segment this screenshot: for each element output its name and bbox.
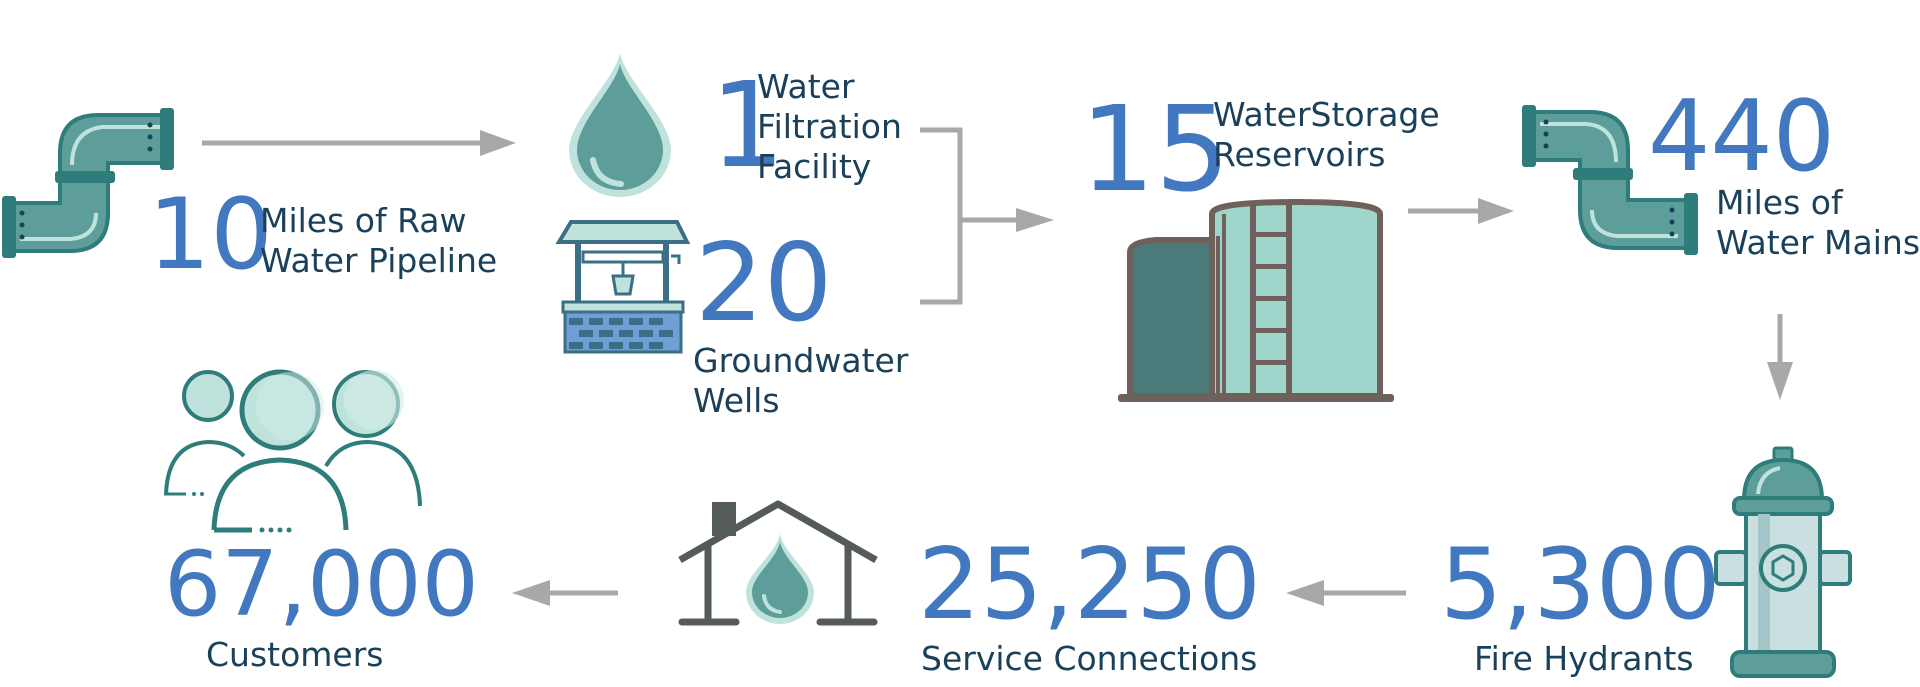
wells-number: 20	[695, 221, 833, 346]
connections-label: Service Connections	[921, 639, 1258, 678]
flow-arrow-left	[512, 580, 618, 606]
customers-label: Customers	[206, 635, 384, 674]
mains-label-line2: Water Mains	[1716, 223, 1920, 262]
pipe-icon	[2, 108, 174, 258]
filtration-label-line3: Facility	[757, 147, 872, 186]
flow-arrow-left	[1286, 580, 1406, 606]
storage-tank-icon	[1118, 198, 1394, 402]
reservoirs-number: 15	[1080, 80, 1231, 218]
customers-number: 67,000	[164, 532, 479, 637]
reservoirs-label-line2: Reservoirs	[1213, 135, 1386, 174]
water-drop-icon	[569, 53, 671, 197]
filtration-label-line1: Water	[757, 67, 855, 106]
merge-bracket-arrow	[920, 127, 1054, 305]
filtration-number: 1	[710, 56, 786, 194]
hydrants-label: Fire Hydrants	[1474, 639, 1694, 678]
flow-arrow-right	[1408, 198, 1514, 224]
house-water-icon	[678, 500, 878, 626]
pipeline-label-line1: Miles of Raw	[260, 201, 467, 240]
wells-label-line2: Wells	[693, 381, 780, 420]
mains-number: 440	[1648, 80, 1836, 194]
pipe-icon	[1522, 105, 1698, 255]
people-icon	[164, 369, 422, 533]
flow-arrow-down	[1767, 314, 1793, 400]
mains-label-line1: Miles of	[1716, 183, 1843, 222]
well-icon	[555, 220, 691, 354]
filtration-label-line2: Filtration	[757, 107, 902, 146]
connections-number: 25,250	[918, 528, 1261, 642]
reservoirs-label-line1: WaterStorage	[1213, 95, 1440, 134]
wells-label-line1: Groundwater	[693, 341, 909, 380]
pipeline-number: 10	[148, 178, 273, 292]
fire-hydrant-icon	[1714, 446, 1852, 678]
hydrants-number: 5,300	[1440, 528, 1721, 642]
pipeline-label-line2: Water Pipeline	[260, 241, 498, 280]
flow-arrow-right	[202, 130, 516, 156]
